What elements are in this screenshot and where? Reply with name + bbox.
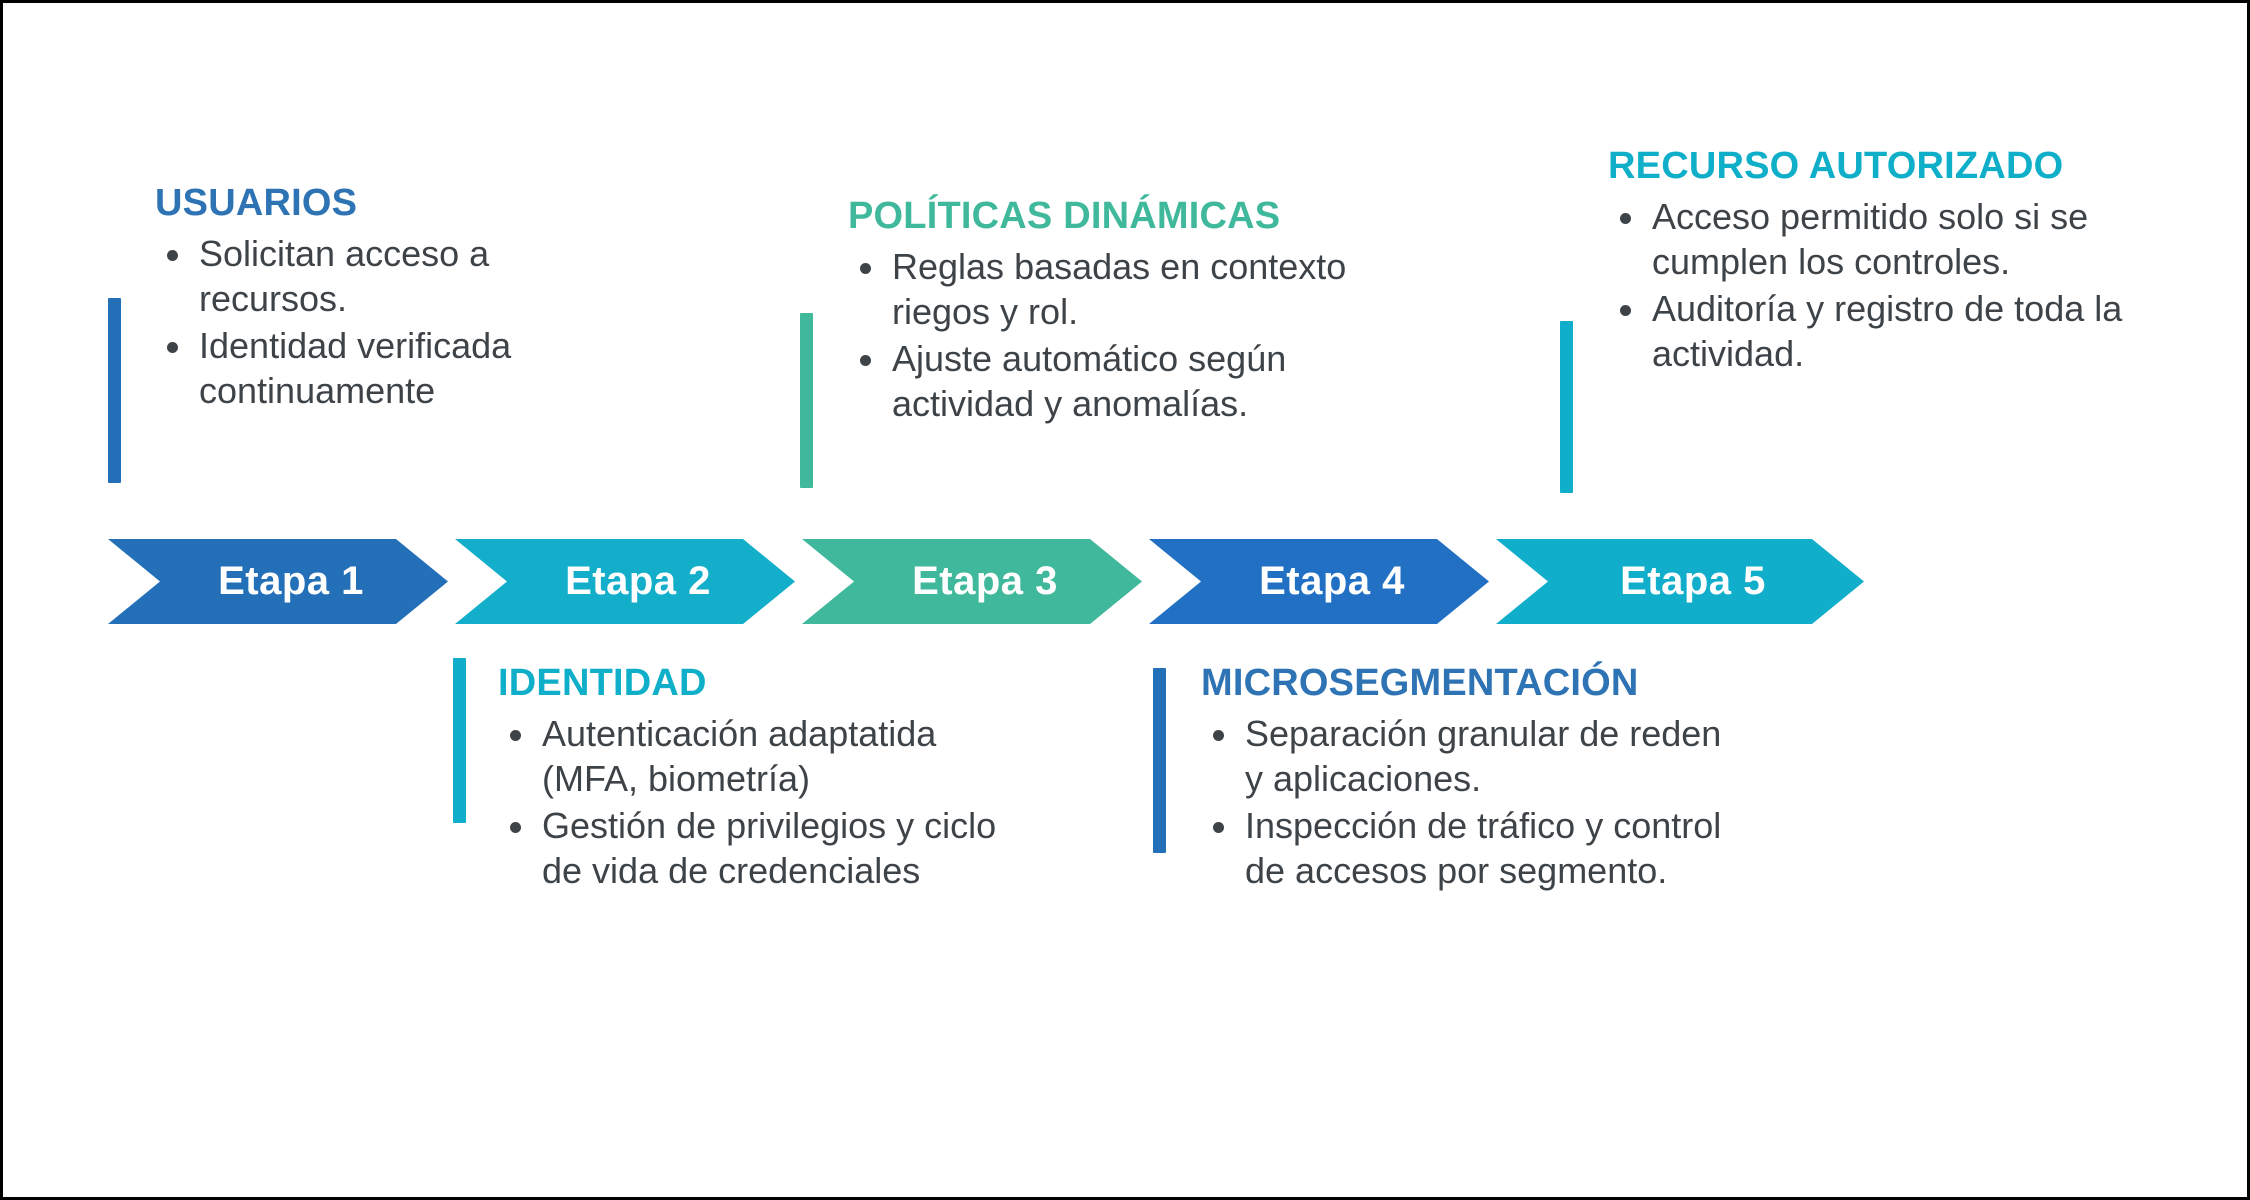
list-item: Reglas basadas en contexto riegos y rol. (848, 244, 1368, 334)
bullet-icon (510, 821, 521, 833)
list-item-text: Gestión de privilegios y ciclo de vida d… (542, 804, 997, 891)
stage-chevron-etapa-2[interactable]: Etapa 2 (455, 539, 795, 624)
list-item-text: Reglas basadas en contexto riegos y rol. (892, 245, 1347, 332)
list-item-text: Ajuste automático según actividad y anom… (892, 337, 1287, 424)
bullet-icon (167, 341, 178, 353)
list-item: Separación granular de reden y aplicacio… (1201, 711, 1741, 801)
accent-bar-microsegmentacion (1153, 668, 1166, 853)
list-item-text: Auditoría y registro de toda la activida… (1652, 287, 2123, 374)
block-microsegmentacion: MICROSEGMENTACIÓN Separación granular de… (1201, 662, 1741, 895)
stage-chevron-etapa-5[interactable]: Etapa 5 (1496, 539, 1864, 624)
stage-chevron-etapa-1[interactable]: Etapa 1 (108, 539, 448, 624)
stage-label: Etapa 4 (1259, 559, 1405, 603)
list-item-text: Identidad verificada continuamente (199, 324, 512, 411)
stage-label: Etapa 2 (565, 559, 711, 603)
bullet-icon (1213, 729, 1224, 741)
block-heading-microsegmentacion: MICROSEGMENTACIÓN (1201, 662, 1639, 704)
list-item: Autenticación adaptatida (MFA, biometría… (498, 711, 1018, 801)
accent-bar-usuarios (108, 298, 121, 483)
stage-chevron-etapa-3[interactable]: Etapa 3 (802, 539, 1142, 624)
stage-label: Etapa 3 (912, 559, 1058, 603)
block-list-recurso-autorizado: Acceso permitido solo si se cumplen los … (1608, 194, 2148, 376)
list-item-text: Acceso permitido solo si se cumplen los … (1652, 195, 2089, 282)
block-heading-usuarios: USUARIOS (155, 182, 358, 224)
bullet-icon (1620, 304, 1631, 316)
bullet-icon (167, 249, 178, 261)
bullet-icon (1620, 212, 1631, 224)
block-list-politicas-dinamicas: Reglas basadas en contexto riegos y rol.… (848, 244, 1368, 426)
block-list-usuarios: Solicitan acceso a recursos. Identidad v… (155, 231, 615, 413)
bullet-icon (510, 729, 521, 741)
list-item-text: Solicitan acceso a recursos. (199, 232, 490, 319)
bullet-icon (860, 262, 871, 274)
list-item-text: Separación granular de reden y aplicacio… (1245, 712, 1722, 799)
block-heading-politicas-dinamicas: POLÍTICAS DINÁMICAS (848, 195, 1281, 237)
list-item: Acceso permitido solo si se cumplen los … (1608, 194, 2148, 284)
accent-bar-identidad (453, 658, 466, 823)
block-list-microsegmentacion: Separación granular de reden y aplicacio… (1201, 711, 1741, 893)
list-item-text: Inspección de tráfico y control de acces… (1245, 804, 1722, 891)
list-item: Auditoría y registro de toda la activida… (1608, 286, 2148, 376)
list-item: Gestión de privilegios y ciclo de vida d… (498, 803, 1018, 893)
bullet-icon (1213, 821, 1224, 833)
list-item-text: Autenticación adaptatida (MFA, biometría… (542, 712, 937, 799)
list-item: Ajuste automático según actividad y anom… (848, 336, 1368, 426)
block-recurso-autorizado: RECURSO AUTORIZADO Acceso permitido solo… (1608, 145, 2148, 378)
stage-label: Etapa 1 (218, 559, 364, 603)
bullet-icon (860, 354, 871, 366)
block-usuarios: USUARIOS Solicitan acceso a recursos. Id… (155, 182, 615, 415)
block-identidad: IDENTIDAD Autenticación adaptatida (MFA,… (498, 662, 1018, 895)
block-politicas-dinamicas: POLÍTICAS DINÁMICAS Reglas basadas en co… (848, 195, 1368, 428)
list-item: Identidad verificada continuamente (155, 323, 615, 413)
stage-chevron-etapa-4[interactable]: Etapa 4 (1149, 539, 1489, 624)
stage-chevron-strip: Etapa 1 Etapa 2 Etapa 3 Etapa 4 Etapa 5 (3, 539, 2250, 624)
list-item: Solicitan acceso a recursos. (155, 231, 615, 321)
block-list-identidad: Autenticación adaptatida (MFA, biometría… (498, 711, 1018, 893)
list-item: Inspección de tráfico y control de acces… (1201, 803, 1741, 893)
block-heading-recurso-autorizado: RECURSO AUTORIZADO (1608, 145, 2064, 187)
accent-bar-politicas-dinamicas (800, 313, 813, 488)
stage-label: Etapa 5 (1620, 559, 1766, 603)
block-heading-identidad: IDENTIDAD (498, 662, 707, 704)
accent-bar-recurso-autorizado (1560, 321, 1573, 493)
